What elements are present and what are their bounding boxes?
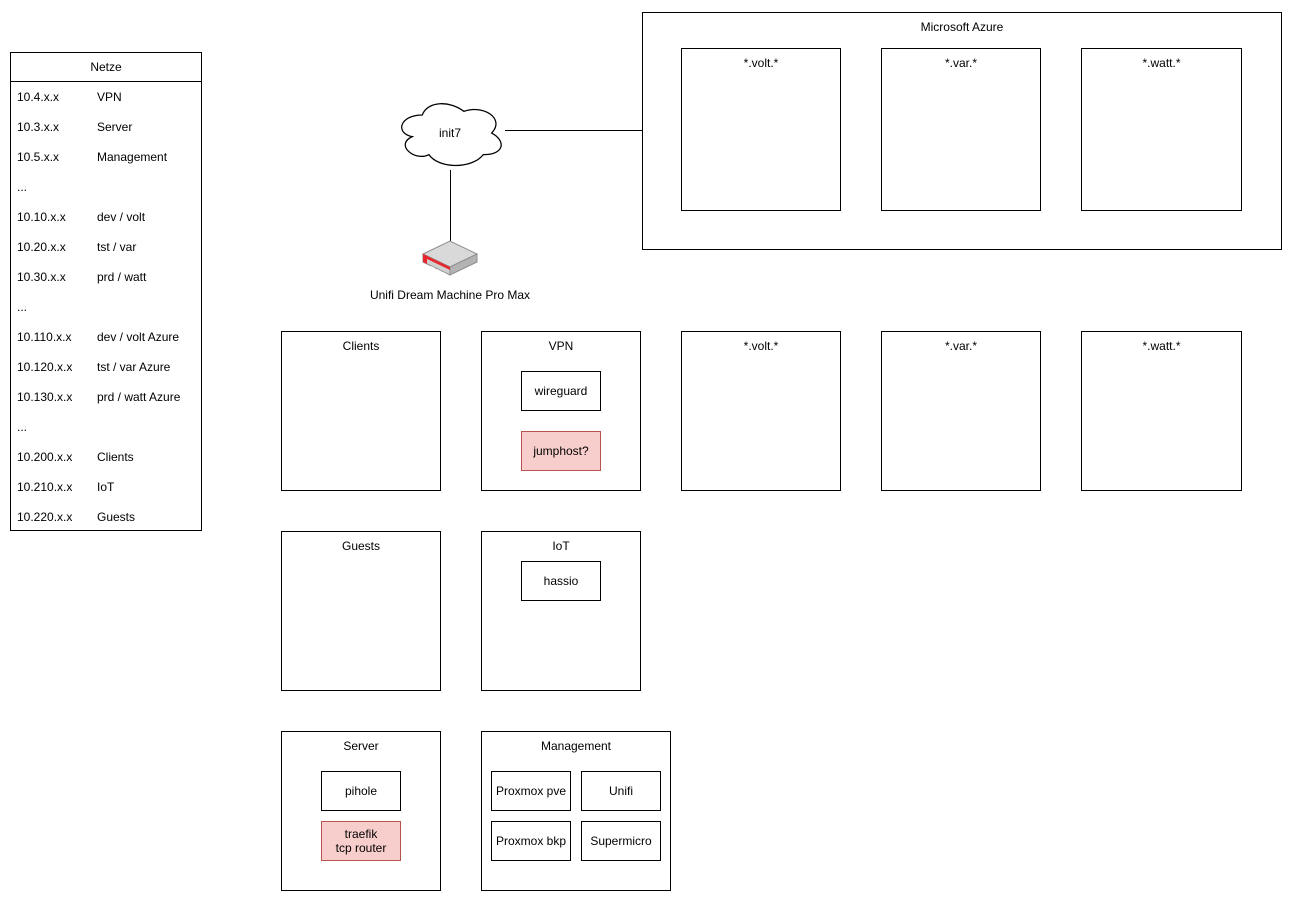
network-box-volt-label: *.volt.* <box>743 339 779 353</box>
node-supermicro-label: Supermicro <box>590 834 652 848</box>
table-row: 10.210.x.x IoT <box>11 472 201 502</box>
node-supermicro: Supermicro <box>581 821 661 861</box>
network-name: Management <box>97 150 168 164</box>
table-row: 10.20.x.x tst / var <box>11 232 201 262</box>
network-ip: ... <box>17 420 28 434</box>
network-name <box>97 172 201 202</box>
network-name: Clients <box>97 450 134 464</box>
network-name: prd / watt Azure <box>97 390 181 404</box>
network-box-iot: IoT <box>481 531 641 691</box>
network-ip: 10.5.x.x <box>17 150 60 164</box>
network-box-volt: *.volt.* <box>681 331 841 491</box>
node-hassio-label: hassio <box>543 574 579 588</box>
network-name <box>97 292 201 322</box>
edge-cloud-to-azure <box>505 130 642 131</box>
node-pihole: pihole <box>321 771 401 811</box>
table-row: ... <box>11 292 201 322</box>
table-row: 10.30.x.x prd / watt <box>11 262 201 292</box>
node-unifi-label: Unifi <box>608 784 633 798</box>
router-icon <box>421 240 479 277</box>
table-row: 10.10.x.x dev / volt <box>11 202 201 232</box>
azure-box-var-label: *.var.* <box>944 56 977 70</box>
node-proxmox-bkp-label: Proxmox bkp <box>495 834 567 848</box>
table-row: 10.3.x.x Server <box>11 112 201 142</box>
network-box-server: Server <box>281 731 441 891</box>
table-row: 10.200.x.x Clients <box>11 442 201 472</box>
network-ip: 10.30.x.x <box>17 270 66 284</box>
network-ip: 10.200.x.x <box>17 450 73 464</box>
netze-table-title: Netze <box>11 53 201 82</box>
router-label: Unifi Dream Machine Pro Max <box>369 288 531 302</box>
table-row: 10.130.x.x prd / watt Azure <box>11 382 201 412</box>
network-box-guests: Guests <box>281 531 441 691</box>
node-unifi: Unifi <box>581 771 661 811</box>
network-box-server-label: Server <box>343 739 379 753</box>
azure-box-watt-label: *.watt.* <box>1142 56 1181 70</box>
network-ip: ... <box>17 300 28 314</box>
netze-table: Netze 10.4.x.x VPN 10.3.x.x Server 10.5.x.… <box>10 52 202 531</box>
azure-box-watt: *.watt.* <box>1081 48 1242 211</box>
network-name: Guests <box>97 510 136 524</box>
network-name: tst / var Azure <box>97 360 171 374</box>
network-box-guests-label: Guests <box>341 539 380 553</box>
network-ip: 10.130.x.x <box>17 390 73 404</box>
network-ip: 10.10.x.x <box>17 210 66 224</box>
network-box-watt: *.watt.* <box>1081 331 1242 491</box>
cloud-icon <box>401 103 502 166</box>
network-box-watt-label: *.watt.* <box>1142 339 1181 353</box>
network-box-vpn-label: VPN <box>548 339 574 353</box>
network-box-clients-label: Clients <box>342 339 380 353</box>
network-box-clients: Clients <box>281 331 441 491</box>
network-ip: 10.120.x.x <box>17 360 73 374</box>
table-row: ... <box>11 412 201 442</box>
network-ip: 10.220.x.x <box>17 510 73 524</box>
azure-box-volt: *.volt.* <box>681 48 841 211</box>
table-row: 10.220.x.x Guests <box>11 502 201 532</box>
internet-provider-label: init7 <box>438 126 461 140</box>
node-wireguard: wireguard <box>521 371 601 411</box>
node-wireguard-label: wireguard <box>534 384 588 398</box>
network-name: VPN <box>97 90 122 104</box>
node-traefik-label: traefik tcp router <box>335 827 387 855</box>
network-name: IoT <box>97 480 115 494</box>
table-row: 10.110.x.x dev / volt Azure <box>11 322 201 352</box>
table-row: 10.120.x.x tst / var Azure <box>11 352 201 382</box>
network-box-iot-label: IoT <box>552 539 570 553</box>
network-box-management-label: Management <box>540 739 612 753</box>
network-ip: 10.3.x.x <box>17 120 60 134</box>
node-proxmox-pve: Proxmox pve <box>491 771 571 811</box>
network-ip: 10.210.x.x <box>17 480 73 494</box>
network-ip: 10.110.x.x <box>17 330 72 344</box>
edge-cloud-to-router <box>450 170 451 243</box>
node-jumphost: jumphost? <box>521 431 601 471</box>
node-proxmox-bkp: Proxmox bkp <box>491 821 571 861</box>
network-name: prd / watt <box>97 270 147 284</box>
network-box-var: *.var.* <box>881 331 1041 491</box>
table-row: 10.4.x.x VPN <box>11 82 201 112</box>
node-proxmox-pve-label: Proxmox pve <box>495 784 567 798</box>
azure-box-volt-label: *.volt.* <box>743 56 779 70</box>
network-ip: 10.20.x.x <box>17 240 66 254</box>
table-row: ... <box>11 172 201 202</box>
network-name: tst / var <box>97 240 137 254</box>
network-name: dev / volt Azure <box>97 330 180 344</box>
network-name: Server <box>97 120 133 134</box>
network-name: dev / volt <box>97 210 146 224</box>
node-pihole-label: pihole <box>344 784 378 798</box>
network-ip: 10.4.x.x <box>17 90 60 104</box>
azure-group-title: Microsoft Azure <box>920 20 1004 34</box>
table-row: 10.5.x.x Management <box>11 142 201 172</box>
network-box-var-label: *.var.* <box>944 339 977 353</box>
node-jumphost-label: jumphost? <box>533 444 589 458</box>
node-traefik-tcp-router: traefik tcp router <box>321 821 401 861</box>
node-hassio: hassio <box>521 561 601 601</box>
network-name <box>97 412 201 442</box>
network-ip: ... <box>17 180 28 194</box>
network-box-management: Management <box>481 731 671 891</box>
azure-box-var: *.var.* <box>881 48 1041 211</box>
